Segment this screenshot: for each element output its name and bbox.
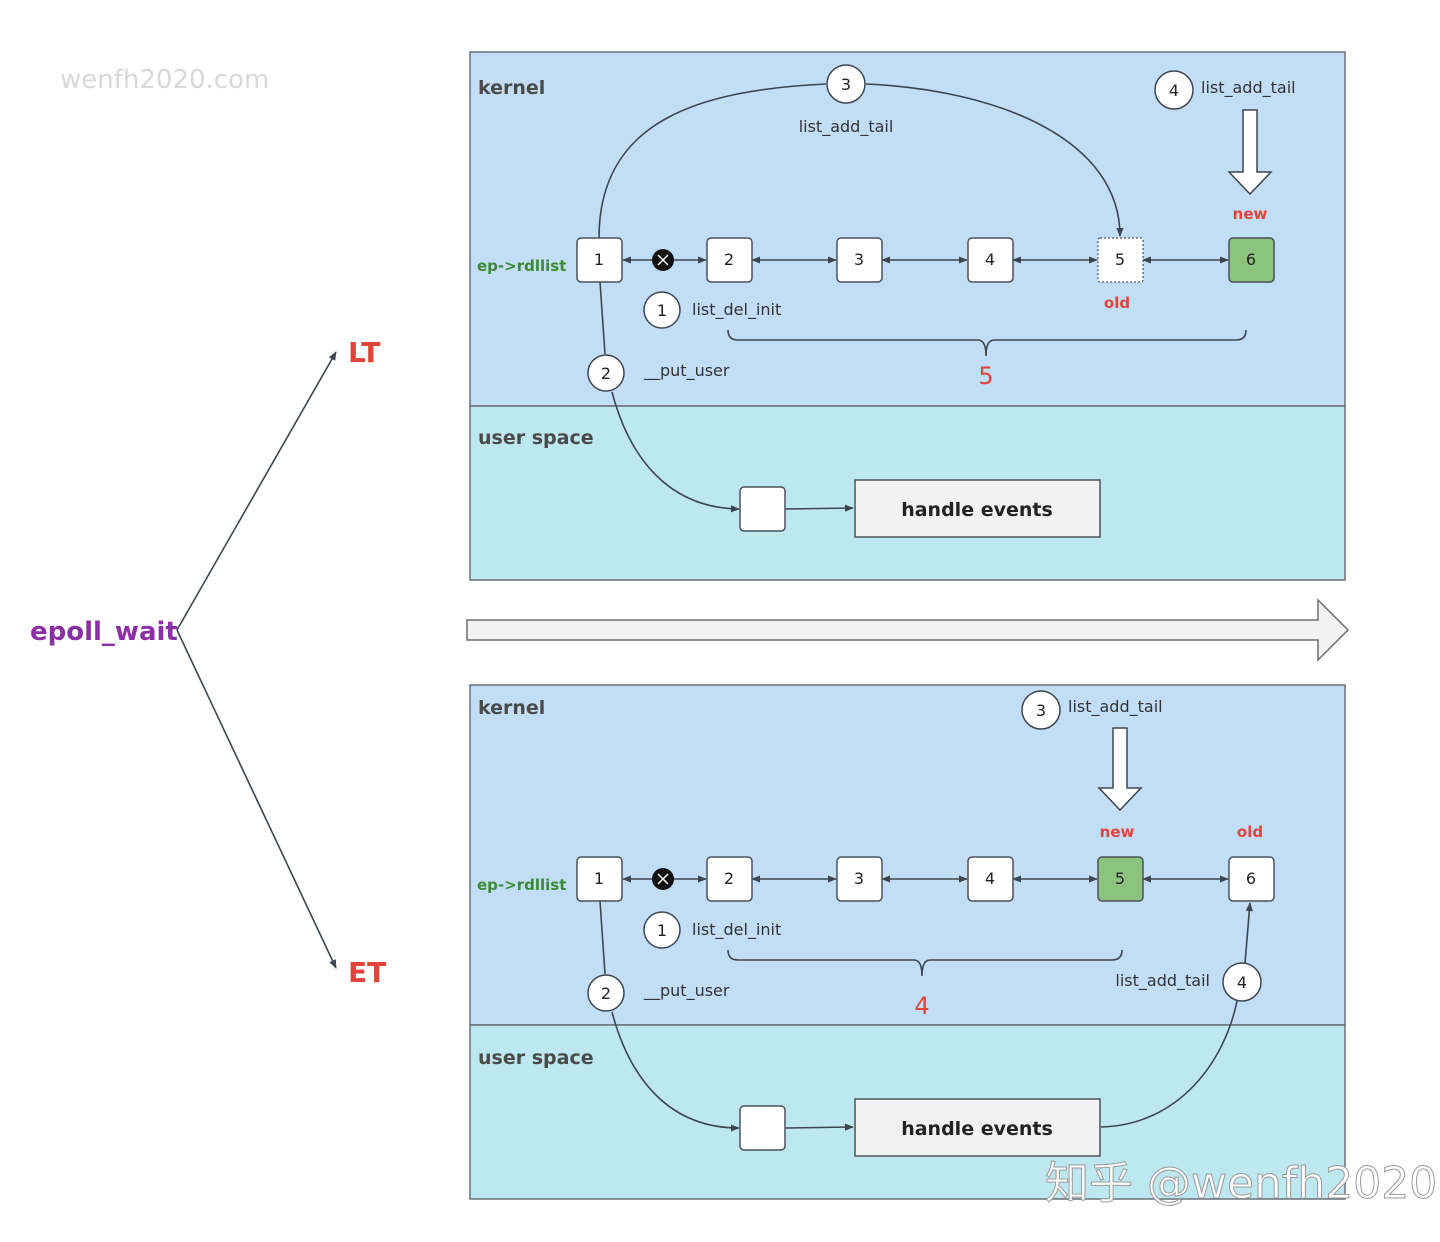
insert-arrow [1227, 109, 1273, 196]
kernel-label: kernel [478, 77, 545, 99]
step4-circle [1222, 962, 1262, 1002]
step3-label: list_add_tail [799, 117, 894, 137]
list-node: 1 [576, 856, 623, 902]
mode-lt-label: LT [348, 336, 380, 369]
step1-circle [643, 911, 681, 949]
step4-num: 4 [1237, 973, 1247, 992]
arrow-to-et [176, 629, 337, 969]
panel-lt: kernel user space ep->rdllist 3 list_add… [469, 51, 1346, 581]
step2-circle [587, 354, 625, 392]
list-node-old: 6 [1228, 856, 1275, 902]
slot-to-handle-arrow [785, 504, 854, 512]
handle-events-box [854, 1098, 1101, 1157]
rdllist-label: ep->rdllist [477, 257, 566, 275]
list-node: 3 [836, 237, 883, 283]
kernel-region [469, 684, 1346, 1026]
list-node: 4 [967, 856, 1014, 902]
slot-to-handle-arrow [785, 1123, 854, 1131]
step3-arc-left [598, 83, 827, 239]
step4-label: list_add_tail [1201, 78, 1296, 98]
watermark-top: wenfh2020.com [60, 65, 269, 95]
brace [727, 329, 1247, 357]
mode-et-label: ET [348, 956, 386, 989]
readd-curve [1100, 1000, 1238, 1128]
new-label: new [1100, 823, 1135, 841]
put-user-arrow [611, 391, 740, 513]
handle-events-label: handle events [901, 499, 1053, 521]
step2-line [599, 281, 606, 355]
step4-label: list_add_tail [1115, 971, 1210, 991]
list-node: 3 [836, 856, 883, 902]
svg-text:3: 3 [854, 250, 864, 269]
svg-text:6: 6 [1246, 250, 1256, 269]
cut-x-mark [657, 873, 669, 885]
mode-branch: epoll_wait LT ET [30, 336, 386, 989]
insert-arrow [1097, 727, 1143, 812]
svg-text:4: 4 [985, 869, 995, 888]
step3-label: list_add_tail [1068, 697, 1163, 717]
svg-text:5: 5 [1115, 250, 1125, 269]
step2-circle [587, 974, 625, 1012]
step1-num: 1 [657, 921, 667, 940]
step2-label: __put_user [643, 981, 730, 1001]
put-user-arrow [611, 1011, 740, 1132]
list-node-new: 6 [1228, 237, 1275, 283]
step3-circle [1021, 690, 1061, 730]
brace [727, 949, 1123, 977]
step2-label: __put_user [643, 361, 730, 381]
arrow-to-lt [176, 351, 337, 631]
svg-text:5: 5 [1115, 869, 1125, 888]
rdllist-label: ep->rdllist [477, 876, 566, 894]
step2-line [599, 900, 606, 975]
step2-num: 2 [601, 984, 611, 1003]
step2-num: 2 [601, 364, 611, 383]
user-space-label: user space [478, 427, 594, 449]
list-node: 4 [967, 237, 1014, 283]
brace-count: 4 [914, 992, 929, 1020]
step1-circle [643, 291, 681, 329]
kernel-label: kernel [478, 697, 545, 719]
list-node-new: 5 [1097, 856, 1144, 902]
svg-text:6: 6 [1246, 869, 1256, 888]
list-node: 1 [576, 237, 623, 283]
svg-text:2: 2 [724, 250, 734, 269]
kernel-region [469, 51, 1346, 407]
step4-num: 4 [1169, 81, 1179, 100]
step1-label: list_del_init [692, 920, 781, 940]
handle-events-label: handle events [901, 1118, 1053, 1140]
list-node-old: 5 [1097, 237, 1144, 283]
list-node: 2 [706, 237, 753, 283]
svg-text:1: 1 [594, 250, 604, 269]
readd-arrow [1244, 902, 1253, 964]
step4-circle [1154, 70, 1194, 110]
new-label: new [1233, 205, 1268, 223]
svg-text:2: 2 [724, 869, 734, 888]
step3-arc-right [865, 83, 1124, 237]
old-label: old [1237, 823, 1263, 841]
entry-label: epoll_wait [30, 617, 178, 647]
step1-label: list_del_init [692, 300, 781, 320]
svg-text:3: 3 [854, 869, 864, 888]
step1-num: 1 [657, 301, 667, 320]
panel-et: kernel user space ep->rdllist 3 list_add… [469, 684, 1346, 1200]
user-event-slot [739, 486, 786, 532]
list-node: 2 [706, 856, 753, 902]
step3-num: 3 [841, 75, 851, 94]
user-event-slot [739, 1105, 786, 1151]
step3-circle [826, 64, 866, 104]
step3-num: 3 [1036, 701, 1046, 720]
timeline-arrow [466, 598, 1350, 662]
svg-text:4: 4 [985, 250, 995, 269]
old-label: old [1104, 294, 1130, 312]
handle-events-box [854, 479, 1101, 538]
user-space-label: user space [478, 1047, 594, 1069]
watermark-bottom: 知乎 @wenfh2020 [1045, 1158, 1437, 1209]
svg-text:1: 1 [594, 869, 604, 888]
cut-x-mark [657, 254, 669, 266]
brace-count: 5 [978, 362, 993, 390]
